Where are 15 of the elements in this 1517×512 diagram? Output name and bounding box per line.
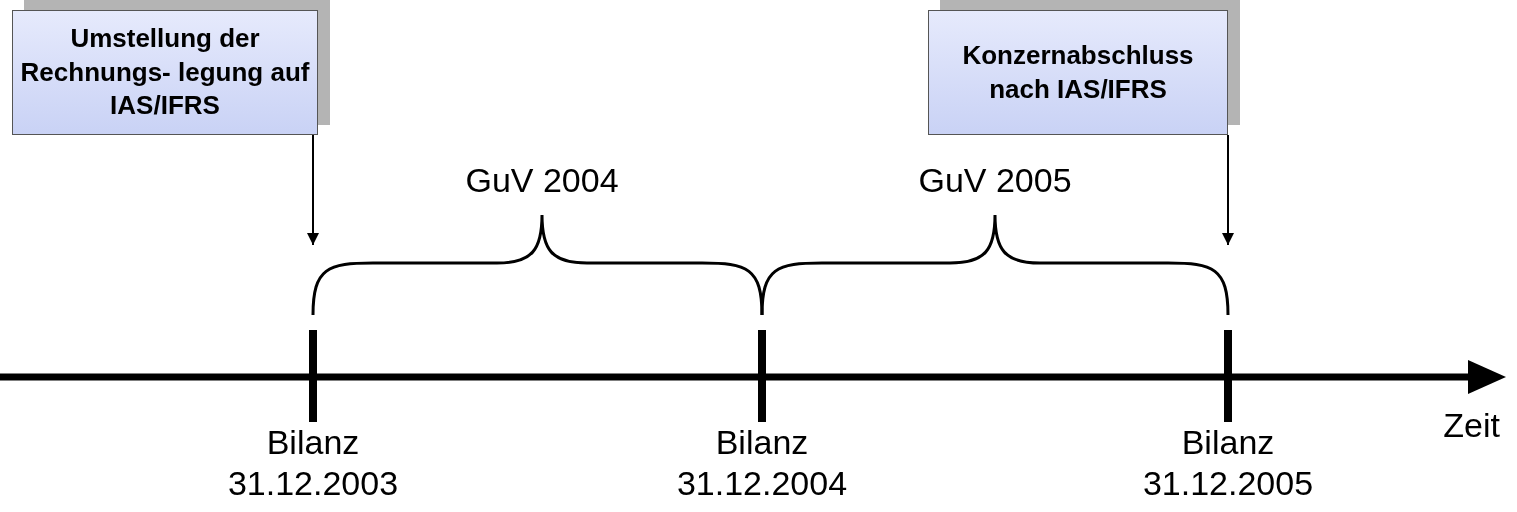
period-label: GuV 2005 [917,160,1073,201]
timeline-tick [1224,330,1232,422]
date-label: Bilanz 31.12.2004 [675,422,849,505]
date-label: Bilanz 31.12.2003 [226,422,400,505]
timeline-tick [758,330,766,422]
axis-label: Zeit [1443,405,1500,446]
arrow [307,134,319,246]
text-box [12,10,318,135]
date-label: Bilanz 31.12.2005 [1141,422,1315,505]
box-text: Umstellung der Rechnungs- legung auf IAS/IFRS [19,21,311,123]
timeline-tick [309,330,317,422]
arrow [1222,134,1234,246]
box-text: Konzernabschluss nach IAS/IFRS [961,38,1195,106]
text-box [928,10,1228,135]
period-label: GuV 2004 [464,160,620,201]
